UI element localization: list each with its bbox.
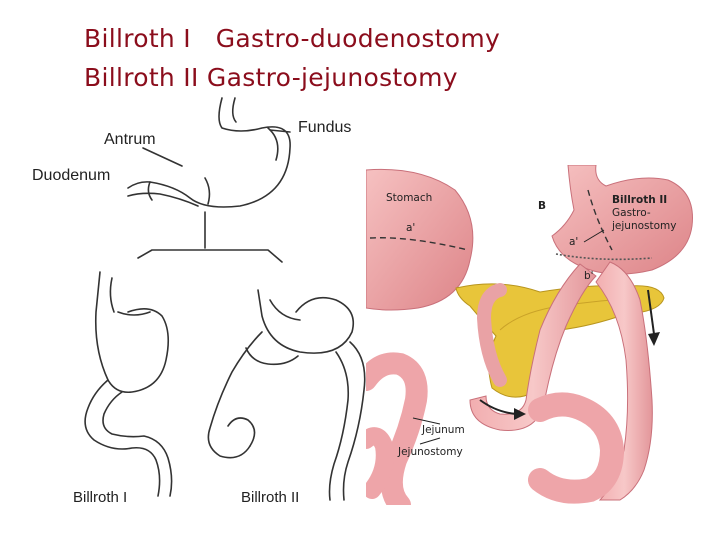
a-prime-right-label: a'	[569, 236, 578, 248]
jejunum-label: Jejunum	[422, 424, 465, 436]
billroth-2-title: Billroth II	[612, 194, 667, 206]
stomach-label: Stomach	[386, 192, 432, 204]
panel-b-label: B	[538, 200, 546, 212]
a-prime-left-label: a'	[406, 222, 415, 234]
b-prime-label: b'	[584, 270, 594, 282]
billroth-2-subtitle-1: Gastro-	[612, 207, 651, 219]
billroth-2-subtitle-2: jejunostomy	[612, 220, 676, 232]
jejunostomy-label: Jejunostomy	[398, 446, 463, 458]
